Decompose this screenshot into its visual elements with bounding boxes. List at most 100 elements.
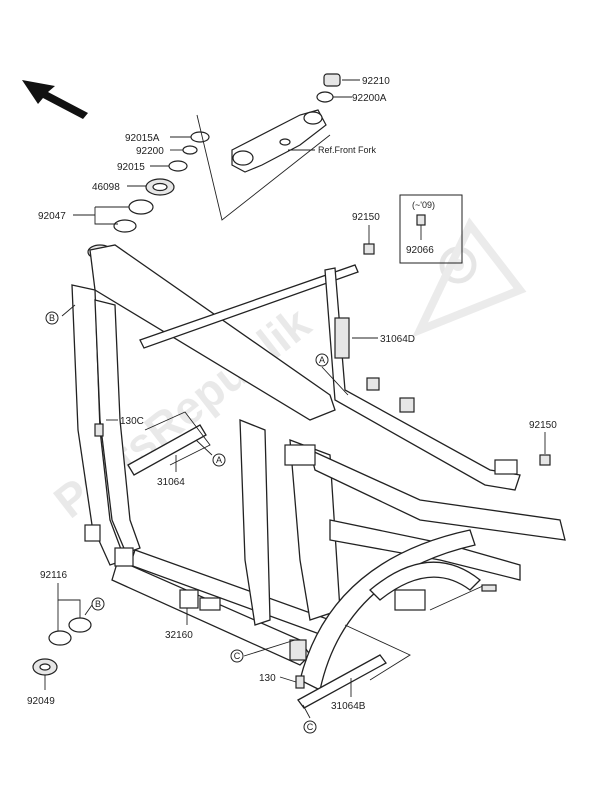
label-92116: 92116 xyxy=(40,570,68,581)
seal-92116-a xyxy=(68,617,92,633)
label-92015A: 92015A xyxy=(125,133,160,144)
marker-A-left: A xyxy=(212,453,226,467)
frame-mount-32160 xyxy=(179,589,199,609)
reference-markers: B A A B C C xyxy=(45,311,329,734)
label-92200: 92200 xyxy=(136,146,164,157)
cross-tube-upper xyxy=(139,264,359,349)
callout-labels: 92210 92200A Ref.Front Fork 92015A 92200… xyxy=(27,76,557,712)
label-92150-right: 92150 xyxy=(529,420,557,431)
tube-31064-body xyxy=(127,424,207,476)
label-92047: 92047 xyxy=(38,211,66,222)
bolt-130C xyxy=(94,423,104,437)
frame-rear-rail-upper xyxy=(309,448,566,541)
label-92049: 92049 xyxy=(27,696,55,707)
label-92150-top: 92150 xyxy=(352,212,380,223)
clamp-left-hole xyxy=(232,150,254,166)
frame-gusset-lower xyxy=(84,524,101,542)
gear-icon xyxy=(411,217,527,338)
side-member-tube xyxy=(324,267,521,491)
label-92015: 92015 xyxy=(117,162,145,173)
tube-31064-ref-lines xyxy=(144,411,211,466)
side-member-31064D xyxy=(324,243,551,491)
side-member-bracket xyxy=(334,317,350,359)
inset-frame xyxy=(399,194,463,264)
rear-long-bolt xyxy=(481,584,497,592)
frame-rear-upright xyxy=(289,439,341,621)
bolt-92066 xyxy=(416,214,426,226)
frame-downtube-right xyxy=(94,299,141,554)
bracket-ref-lines xyxy=(196,114,331,221)
washer-92200 xyxy=(182,145,198,155)
marker-B-top-text: B xyxy=(49,313,55,323)
leader-A2 xyxy=(195,439,213,456)
frame-bracket-small xyxy=(199,597,221,611)
seal-parts xyxy=(32,617,92,676)
leader-C2 xyxy=(302,704,311,719)
label-inset-year: (~'09) xyxy=(412,200,435,210)
frame-rear-mount xyxy=(394,589,426,611)
label-32160: 32160 xyxy=(165,630,193,641)
frame-seat-post xyxy=(239,419,271,626)
leader-C1 xyxy=(243,639,296,657)
nut-92015A xyxy=(190,131,210,143)
tube-31064B-body xyxy=(297,654,387,709)
label-31064D: 31064D xyxy=(380,334,415,345)
fork-upper-bracket xyxy=(196,73,341,221)
leader-92047-split xyxy=(94,207,118,225)
side-member-end xyxy=(494,459,518,475)
upper-triple-clamp xyxy=(231,109,327,173)
frame-battery-tray xyxy=(284,444,316,466)
bolt-130 xyxy=(295,675,305,689)
label-92066: 92066 xyxy=(406,245,434,256)
bearing-46098-bore xyxy=(152,182,168,192)
marker-C-mid: C xyxy=(230,649,244,663)
nut-92015 xyxy=(168,160,188,172)
label-130C: 130C xyxy=(120,416,144,427)
washer-92200A xyxy=(316,91,334,103)
tube-31064 xyxy=(94,411,211,476)
bearing-92049-bore xyxy=(39,663,51,671)
label-46098: 46098 xyxy=(92,182,120,193)
crossbar-upper xyxy=(139,264,359,349)
side-member-tab xyxy=(366,377,380,391)
frame-rear-stub xyxy=(289,639,307,661)
marker-B-top: B xyxy=(45,311,59,325)
side-member-tab-2 xyxy=(399,397,415,413)
frame-rear-arc-right xyxy=(369,561,481,601)
marker-A-right-text: A xyxy=(319,355,325,365)
label-130: 130 xyxy=(259,673,276,684)
frame-gusset-left xyxy=(114,547,134,567)
tube-31064B-ref-lines xyxy=(344,624,411,681)
label-31064: 31064 xyxy=(157,477,185,488)
leader-lines xyxy=(44,79,546,719)
marker-C-bottom-text: C xyxy=(307,722,314,732)
race-92047-upper xyxy=(128,199,154,215)
frame-rear-arc-left xyxy=(299,529,476,691)
label-31064B: 31064B xyxy=(331,701,366,712)
marker-C-mid-text: C xyxy=(234,651,241,661)
bolt-92150-top xyxy=(363,243,375,255)
label-92210: 92210 xyxy=(362,76,390,87)
seal-92116-b xyxy=(48,630,72,646)
clamp-center-hole xyxy=(279,138,291,146)
marker-A-right: A xyxy=(315,353,329,367)
leader-B2 xyxy=(84,604,93,616)
label-ref-front-fork: Ref.Front Fork xyxy=(318,145,377,155)
bolt-92150-right xyxy=(539,454,551,466)
leader-A1 xyxy=(321,366,349,396)
marker-C-bottom: C xyxy=(303,720,317,734)
leader-B1 xyxy=(61,304,76,317)
marker-A-left-text: A xyxy=(216,455,222,465)
leader-130 xyxy=(279,676,297,683)
front-direction-arrow-icon xyxy=(22,80,88,119)
leader-92116 xyxy=(57,583,81,618)
marker-B-bottom-text: B xyxy=(95,599,101,609)
label-92200A: 92200A xyxy=(352,93,387,104)
marker-B-bottom: B xyxy=(91,597,105,611)
clamp-right-hole xyxy=(303,111,323,125)
race-92047-lower xyxy=(113,219,137,233)
cap-92210 xyxy=(323,73,341,87)
tube-31064B xyxy=(295,584,497,709)
